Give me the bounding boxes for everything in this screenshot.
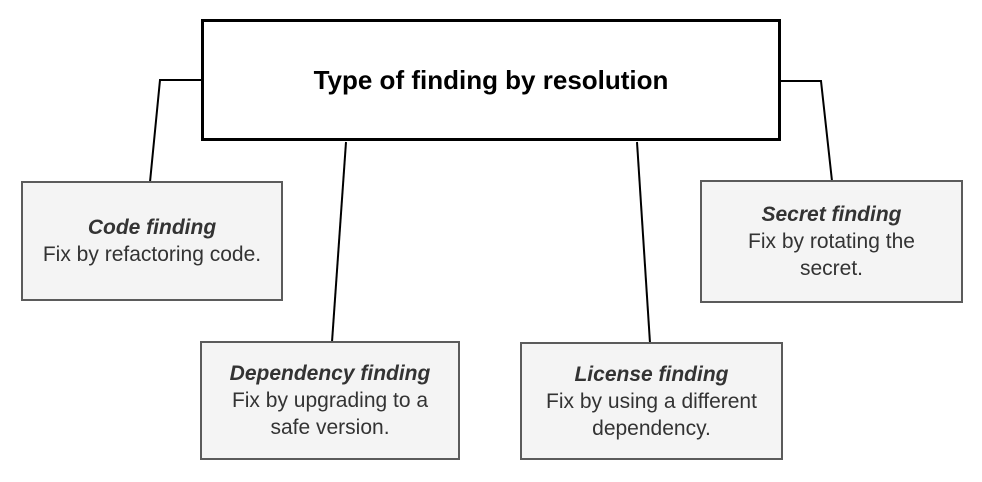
- connector-root-to-dependency: [331, 141, 347, 343]
- connector-root-to-code: [149, 79, 201, 183]
- node-license-finding: License finding Fix by using a different…: [520, 342, 783, 460]
- node-secret-title: Secret finding: [761, 203, 902, 226]
- root-node: Type of finding by resolution: [201, 19, 781, 141]
- connector-root-to-secret: [781, 80, 833, 182]
- node-code-title: Code finding: [87, 216, 217, 239]
- node-license-description: Fix by using a different dependency.: [546, 389, 757, 440]
- node-license-title: License finding: [574, 362, 729, 386]
- node-code-finding: Code finding Fix by refactoring code.: [21, 181, 283, 301]
- node-dependency-title: Dependency finding: [229, 362, 431, 385]
- node-secret-description: Fix by rotating the secret.: [748, 230, 915, 280]
- node-dependency-finding: Dependency finding Fix by upgrading to a…: [200, 341, 460, 460]
- connector-root-to-license: [636, 141, 651, 344]
- node-code-description: Fix by refactoring code.: [42, 243, 262, 266]
- node-dependency-description: Fix by upgrading to a safe version.: [231, 389, 429, 439]
- root-node-title: Type of finding by resolution: [313, 64, 669, 95]
- node-secret-finding: Secret finding Fix by rotating the secre…: [700, 180, 963, 303]
